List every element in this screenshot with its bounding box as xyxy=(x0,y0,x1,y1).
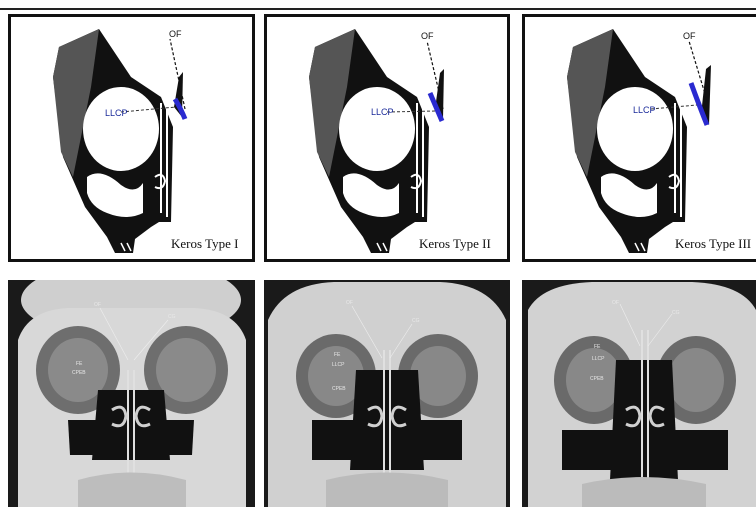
type-label: Keros Type I xyxy=(171,236,238,251)
diagram-panel-type-2: OF LLCP Keros Type II xyxy=(264,14,510,262)
type-label: Keros Type II xyxy=(419,236,491,251)
ct-of-label: OF xyxy=(612,300,619,306)
diagram-panel-type-1: OF LLCP Keros Type I xyxy=(8,14,255,262)
orbit-schematic-type-1: OF LLCP Keros Type I xyxy=(11,17,252,259)
ct-cg-label: CG xyxy=(168,314,176,320)
ct-fe-label: FE xyxy=(76,361,83,367)
ct-scan-type-1: OF CG FE CPEB xyxy=(8,280,255,507)
ct-fe-label: FE xyxy=(594,344,601,350)
ct-cpeb-label: CPEB xyxy=(332,386,346,392)
llcp-label: LLCP xyxy=(105,108,128,118)
type-label: Keros Type III xyxy=(675,236,751,251)
ct-of-label: OF xyxy=(346,300,353,306)
ct-coronal-image-2: OF CG FE LLCP CPEB xyxy=(264,280,510,507)
ct-scan-type-3: OF CG FE LLCP CPEB xyxy=(522,280,756,507)
ct-cg-label: CG xyxy=(412,318,420,324)
of-label: OF xyxy=(421,31,434,41)
ct-scan-type-2: OF CG FE LLCP CPEB xyxy=(264,280,510,507)
of-label: OF xyxy=(169,29,182,39)
llcp-label: LLCP xyxy=(633,105,656,115)
orbit-schematic-type-2: OF LLCP Keros Type II xyxy=(267,17,507,259)
ct-llcp-label: LLCP xyxy=(592,356,605,362)
ct-cg-label: CG xyxy=(672,310,680,316)
orbit-schematic-type-3: OF LLCP Keros Type III xyxy=(525,17,756,259)
of-label: OF xyxy=(683,31,696,41)
llcp-label: LLCP xyxy=(371,107,394,117)
ct-llcp-label: LLCP xyxy=(332,362,345,368)
ct-cpeb-label: CPEB xyxy=(590,376,604,382)
ct-coronal-image-3: OF CG FE LLCP CPEB xyxy=(522,280,756,507)
ct-fe-label: FE xyxy=(334,352,341,358)
ct-cpeb-label: CPEB xyxy=(72,370,86,376)
top-rule xyxy=(0,8,756,10)
ct-coronal-image-1: OF CG FE CPEB xyxy=(8,280,255,507)
ct-of-label: OF xyxy=(94,302,101,308)
diagram-panel-type-3: OF LLCP Keros Type III xyxy=(522,14,756,262)
